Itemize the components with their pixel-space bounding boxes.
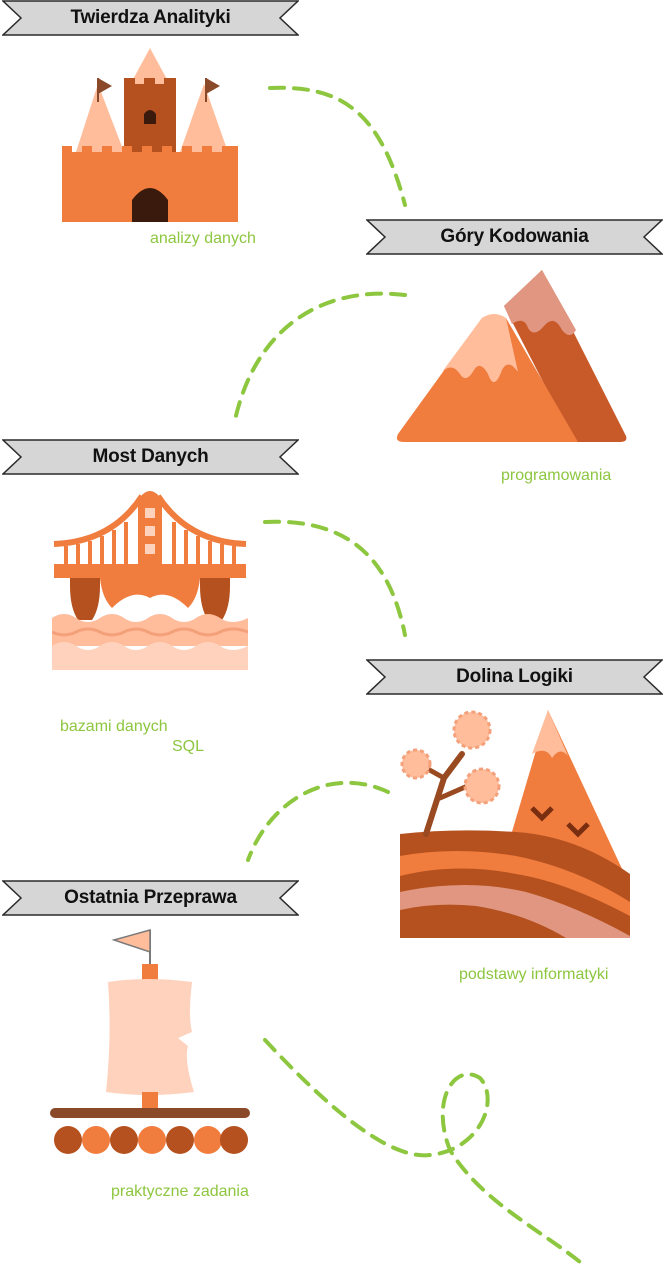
- castle-icon: [62, 48, 238, 222]
- station-caption: analizy danych: [150, 230, 256, 247]
- raft-icon: [50, 929, 250, 1154]
- station-title: Ostatnia Przeprawa: [64, 887, 237, 908]
- station-title: Dolina Logiki: [456, 666, 573, 687]
- station-caption: podstawy informatyki: [459, 966, 609, 983]
- station-title: Góry Kodowania: [440, 226, 589, 247]
- path-segment-3: [263, 519, 407, 637]
- station-caption-line: SQL: [172, 738, 205, 755]
- banner-ostatnia-przeprawa: Ostatnia Przeprawa: [2, 880, 299, 916]
- banner-twierdza-analityki: Twierdza Analityki: [2, 0, 299, 36]
- station-caption: praktyczne zadania: [111, 1183, 249, 1200]
- banner-most-danych: Most Danych: [2, 439, 299, 475]
- path-segment-1: [268, 85, 407, 207]
- path-segment-2: [233, 291, 407, 422]
- station-caption-line: bazami danych: [60, 718, 168, 735]
- bridge-icon: [52, 491, 248, 670]
- path-segment-5: [263, 1038, 582, 1264]
- banner-gory-kodowania: Góry Kodowania: [366, 219, 663, 255]
- station-caption: programowania: [501, 467, 612, 484]
- banner-dolina-logiki: Dolina Logiki: [366, 659, 663, 695]
- path-segment-4: [246, 780, 390, 862]
- valley-icon: [400, 710, 630, 938]
- mountain-icon: [396, 270, 627, 442]
- station-title: Most Danych: [92, 446, 209, 467]
- station-title: Twierdza Analityki: [70, 7, 231, 28]
